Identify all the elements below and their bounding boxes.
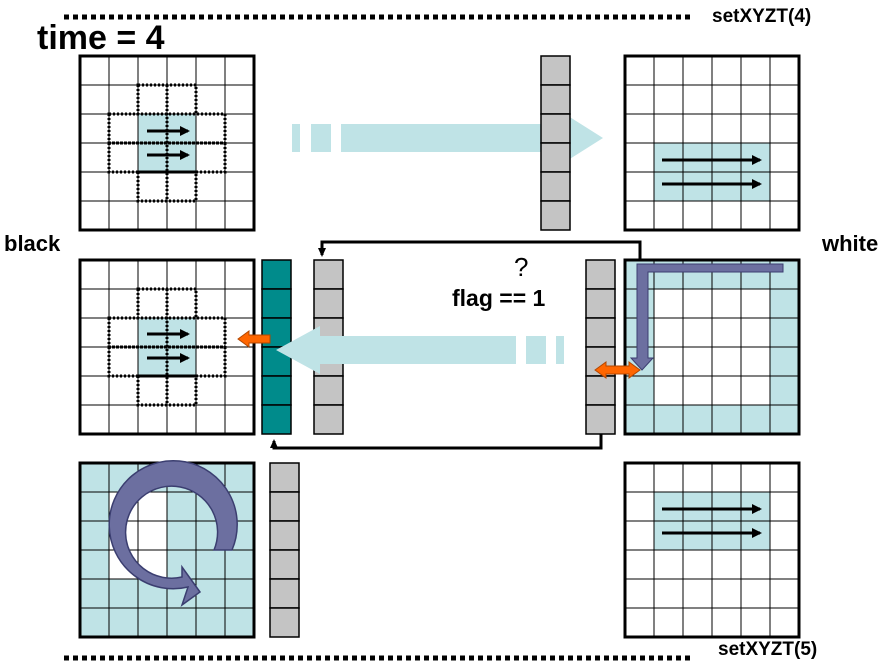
stencil-dotted-outline (107, 83, 227, 203)
time-label: time = 4 (37, 19, 165, 57)
halo-column-bottom (269, 462, 300, 638)
halo-cell (261, 288, 292, 319)
grid-white-bottom (623, 461, 801, 639)
halo-cell (313, 288, 344, 319)
black-label: black (4, 231, 61, 256)
halo-cell (540, 200, 571, 231)
halo-cell (585, 404, 616, 435)
halo-cell (313, 404, 344, 435)
halo-cell (269, 520, 300, 551)
halo-cell (261, 404, 292, 435)
halo-cell (313, 259, 344, 290)
grid-border (78, 54, 256, 232)
setxyzt-top-label: setXYZT(4) (712, 6, 812, 27)
grid-border (78, 258, 256, 436)
flag-condition-label: flag == 1 (452, 285, 546, 311)
halo-cell (585, 317, 616, 348)
halo-cell (269, 491, 300, 522)
boundary-traverse-arrow-icon (629, 263, 784, 371)
halo-cell (540, 55, 571, 86)
halo-cell (585, 375, 616, 406)
halo-cell (585, 288, 616, 319)
halo-column-middle-right (585, 259, 616, 435)
flag-loop-connector (270, 240, 642, 450)
faded-transfer-arrow-right (292, 114, 603, 162)
halo-cell (540, 171, 571, 202)
grid-black-middle (78, 258, 256, 436)
grid-black-top (78, 54, 256, 232)
grid-border (623, 258, 801, 436)
faded-transfer-arrow-left (276, 326, 564, 374)
halo-cell (261, 375, 292, 406)
grid-black-bottom (78, 460, 256, 639)
halo-cell (540, 113, 571, 144)
grid-white-middle (623, 258, 801, 436)
grid-white-top (623, 54, 801, 232)
circular-arrow-icon (108, 460, 238, 607)
grid-border (623, 54, 801, 232)
question-mark-label: ? (514, 252, 529, 282)
double-headed-arrow-icon (594, 361, 641, 379)
white-label: white (822, 231, 879, 256)
halo-cell (540, 142, 571, 173)
stencil-dotted-outline (107, 287, 227, 407)
halo-cell (313, 375, 344, 406)
orange-left-arrow-icon (237, 330, 271, 348)
grid-border (623, 461, 801, 639)
halo-cell (585, 259, 616, 290)
halo-cell (269, 607, 300, 638)
halo-cell (540, 84, 571, 115)
halo-cell (269, 578, 300, 609)
halo-column-top (540, 55, 571, 231)
halo-cell (261, 259, 292, 290)
setxyzt-bottom-label: setXYZT(5) (718, 639, 818, 660)
halo-cell (269, 549, 300, 580)
halo-cell (269, 462, 300, 493)
